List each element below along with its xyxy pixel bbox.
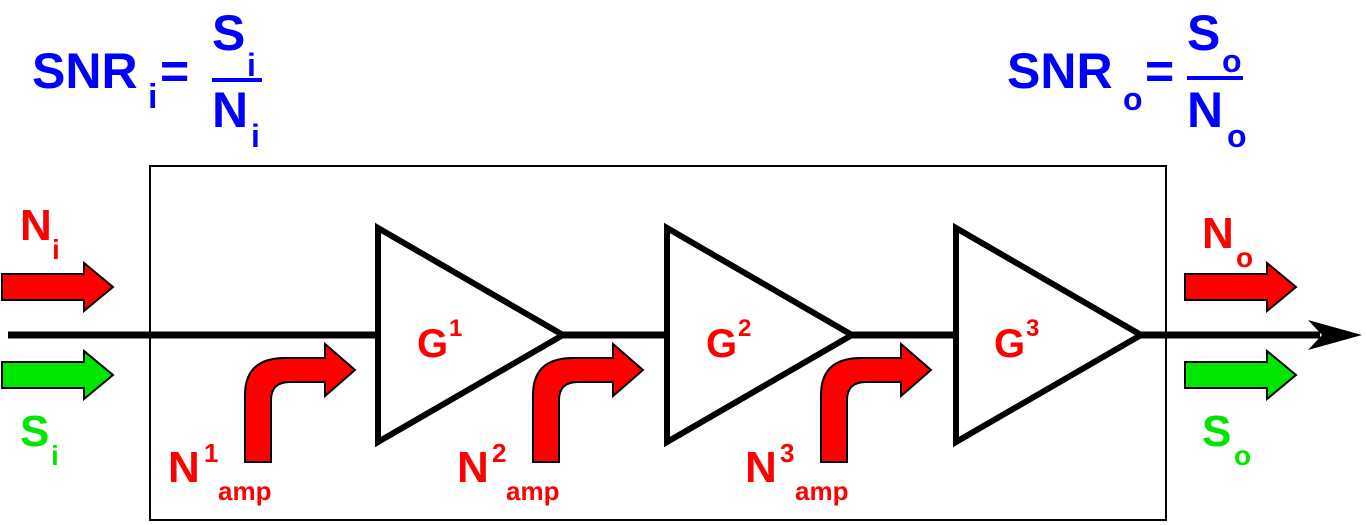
output-snr-numerator: S (1187, 5, 1220, 61)
input-snr-lhs-sub: i (148, 78, 157, 116)
amp-noise-arrow-2 (532, 341, 645, 463)
stage-1-noise-sub: amp (218, 476, 271, 506)
output-snr-fraction-bar (1187, 76, 1243, 80)
output-signal-label: S (1202, 407, 1231, 456)
output-snr-denominator-sub: o (1227, 118, 1247, 154)
amplifier-stage-3 (953, 222, 1147, 448)
output-noise-label: N (1202, 209, 1234, 258)
stage-3-noise-sub: amp (795, 476, 848, 506)
output-snr-denominator: N (1187, 82, 1223, 138)
input-noise-label: N (20, 201, 52, 250)
input-signal-arrow (1, 348, 115, 402)
amp-noise-arrow-3 (820, 341, 933, 463)
output-arrowhead (1308, 320, 1362, 350)
stage-1-gain-sup: 1 (449, 315, 462, 342)
stage-2-gain-label: G (706, 322, 737, 366)
input-snr-fraction-bar (212, 78, 262, 82)
input-snr-numerator: S (212, 5, 245, 61)
stage-1-noise-sup: 1 (204, 438, 218, 468)
output-snr-lhs: SNR (1007, 43, 1113, 99)
amplifier-stage-1 (375, 222, 569, 448)
stage-2-noise-sup: 2 (492, 438, 506, 468)
amp-noise-arrow-1 (244, 341, 357, 463)
stage-2-gain-sup: 2 (738, 315, 751, 342)
stage-2-noise-sub: amp (506, 476, 559, 506)
output-snr-lhs-sub: o (1123, 81, 1143, 117)
system-box (149, 165, 1167, 521)
stage-3-gain-sup: 3 (1026, 315, 1039, 342)
input-snr-denominator-sub: i (251, 118, 260, 154)
input-signal-label: S (20, 407, 49, 456)
input-noise-label-sub: i (52, 234, 60, 265)
input-snr-numerator-sub: i (247, 47, 256, 83)
input-snr-denominator: N (212, 82, 248, 138)
stage-1-noise-label: N (168, 443, 200, 492)
input-snr-formula: SNR i = S i N i (32, 5, 262, 154)
output-snr-equals: = (1145, 43, 1174, 99)
output-snr-numerator-sub: o (1222, 43, 1242, 79)
output-snr-formula: SNR o = S o N o (1007, 5, 1247, 154)
input-noise-arrow (1, 260, 115, 314)
input-snr-lhs: SNR (32, 43, 138, 99)
output-signal-label-sub: o (1234, 440, 1251, 471)
stage-2-noise-label: N (457, 443, 489, 492)
output-signal-arrow (1184, 348, 1298, 402)
stage-3-gain-label: G (994, 322, 1025, 366)
output-noise-arrow (1184, 260, 1298, 314)
stage-3-noise-label: N (745, 443, 777, 492)
input-snr-equals: = (160, 43, 189, 99)
stage-3-noise-sup: 3 (780, 438, 794, 468)
amplifier-stage-2 (664, 222, 858, 448)
stage-1-gain-label: G (417, 322, 448, 366)
input-signal-label-sub: i (51, 440, 59, 471)
output-noise-label-sub: o (1236, 242, 1253, 273)
